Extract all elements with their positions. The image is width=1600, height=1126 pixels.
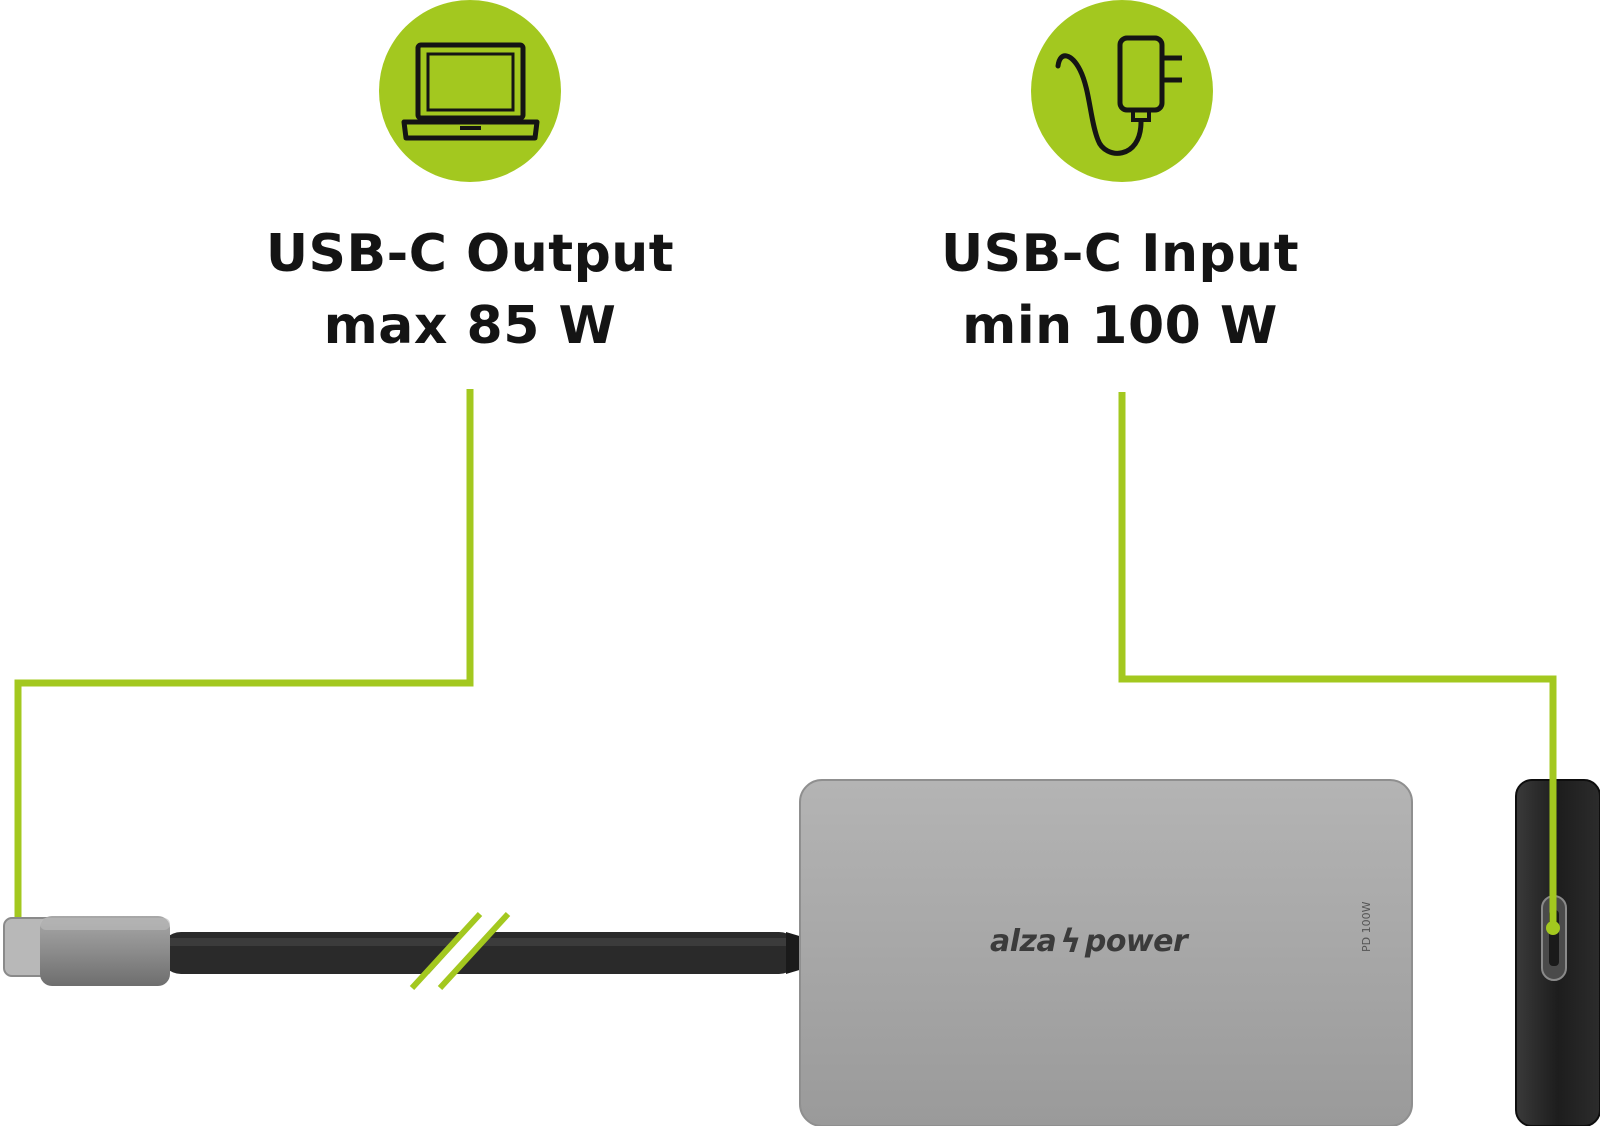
laptop-icon (379, 0, 561, 182)
lightning-bolt-icon: ϟ (1060, 922, 1081, 960)
output-title: USB-C Output (265, 224, 675, 284)
input-label: USB-C Input min 100 W (870, 218, 1370, 362)
hub-side-view (1515, 779, 1600, 1126)
input-callout-line (1118, 392, 1560, 935)
input-title: USB-C Input (940, 224, 1300, 284)
brand-logo-left: alza (990, 923, 1057, 959)
cable-break-mark (409, 911, 511, 991)
output-subtitle: max 85 W (323, 296, 617, 356)
input-subtitle: min 100 W (962, 296, 1278, 356)
output-callout-line (11, 389, 474, 935)
usb-c-plug (3, 916, 170, 986)
power-adapter-icon (1031, 0, 1213, 182)
brand-logo-right: power (1084, 923, 1188, 959)
hub-body (799, 779, 1413, 1126)
brand-logo: alza ϟ power (990, 922, 1188, 960)
output-label: USB-C Output max 85 W (210, 218, 730, 362)
port-label: PD 100W (1360, 901, 1373, 952)
